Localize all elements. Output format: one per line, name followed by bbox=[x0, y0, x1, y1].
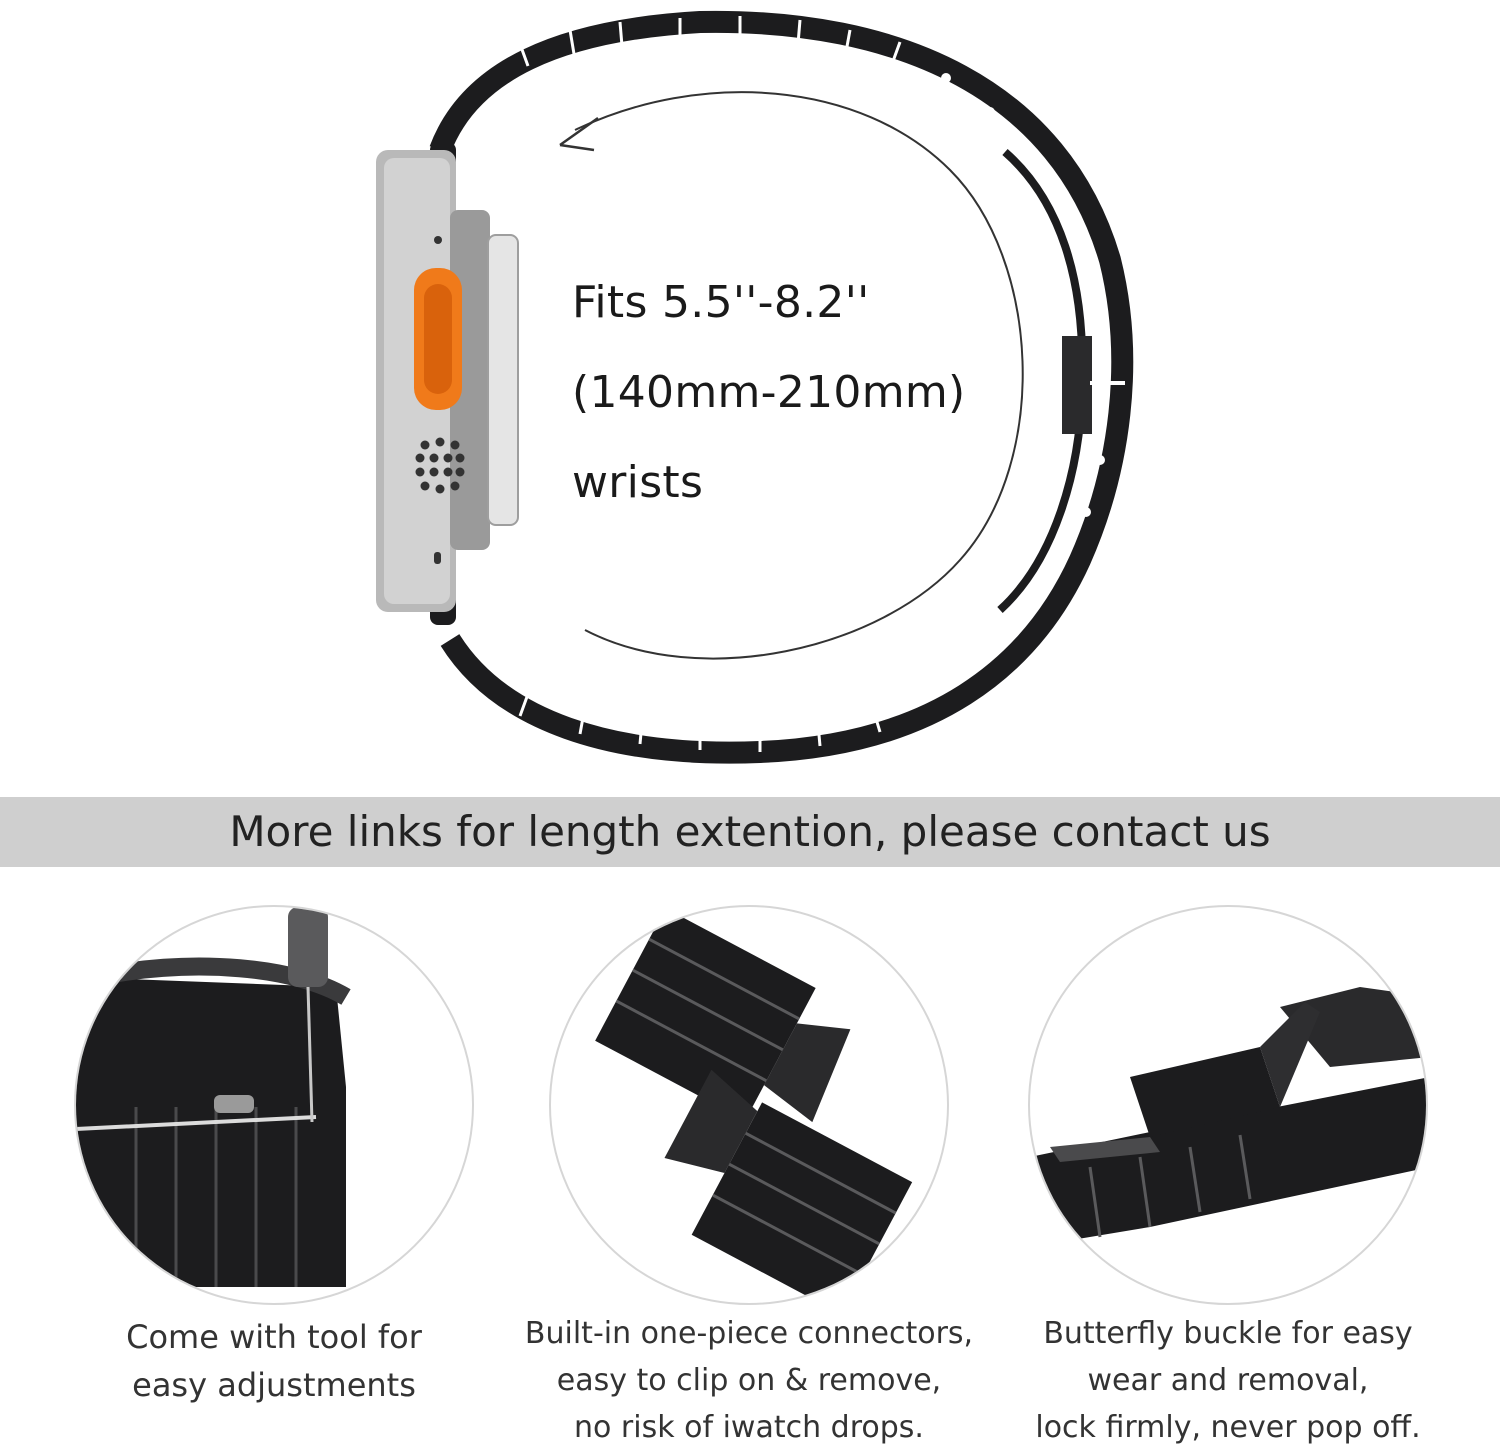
connector-icon bbox=[595, 908, 913, 1303]
feature-caption-connectors: Built-in one-piece connectors, easy to c… bbox=[509, 1310, 989, 1451]
size-arrow-arc bbox=[574, 91, 1024, 660]
speaker-grille-icon bbox=[415, 437, 465, 494]
caption-line: Built-in one-piece connectors, bbox=[524, 1316, 974, 1351]
band-loop bbox=[429, 10, 1134, 764]
fit-size-text: Fits 5.5''-8.2'' (140mm-210mm) wrists bbox=[572, 258, 966, 528]
watch-band-illustration bbox=[376, 10, 1134, 764]
caption-line: no risk of iwatch drops. bbox=[574, 1410, 924, 1445]
banner-text: More links for length extention, please … bbox=[229, 807, 1271, 856]
feature-caption-buckle: Butterfly buckle for easy wear and remov… bbox=[988, 1310, 1468, 1451]
info-banner bbox=[0, 797, 1500, 867]
arrow-head-icon bbox=[559, 116, 599, 152]
feature-image-buckle bbox=[1028, 905, 1428, 1305]
adjustment-tool-icon bbox=[76, 907, 351, 1287]
fit-line-2: (140mm-210mm) bbox=[572, 367, 966, 418]
caption-line: wear and removal, bbox=[1087, 1363, 1369, 1398]
feature-image-connectors bbox=[549, 905, 949, 1305]
feature-image-tool bbox=[74, 905, 474, 1305]
clasp-hinge bbox=[1062, 336, 1092, 434]
caption-line: easy adjustments bbox=[132, 1366, 416, 1404]
caption-line: Come with tool for bbox=[126, 1318, 422, 1356]
fit-line-1: Fits 5.5''-8.2'' bbox=[572, 277, 870, 328]
band-pin-holes bbox=[939, 73, 1105, 693]
feature-caption-tool: Come with tool for easy adjustments bbox=[34, 1313, 514, 1409]
hero-product-image: Fits 5.5''-8.2'' (140mm-210mm) wrists bbox=[376, 10, 1134, 764]
caption-line: lock firmly, never pop off. bbox=[1035, 1410, 1421, 1445]
caption-line: easy to clip on & remove, bbox=[556, 1363, 942, 1398]
band-link-separators bbox=[518, 16, 902, 752]
fit-line-3: wrists bbox=[572, 457, 704, 508]
caption-line: Butterfly buckle for easy bbox=[1043, 1316, 1413, 1351]
butterfly-buckle-icon bbox=[1030, 987, 1426, 1247]
